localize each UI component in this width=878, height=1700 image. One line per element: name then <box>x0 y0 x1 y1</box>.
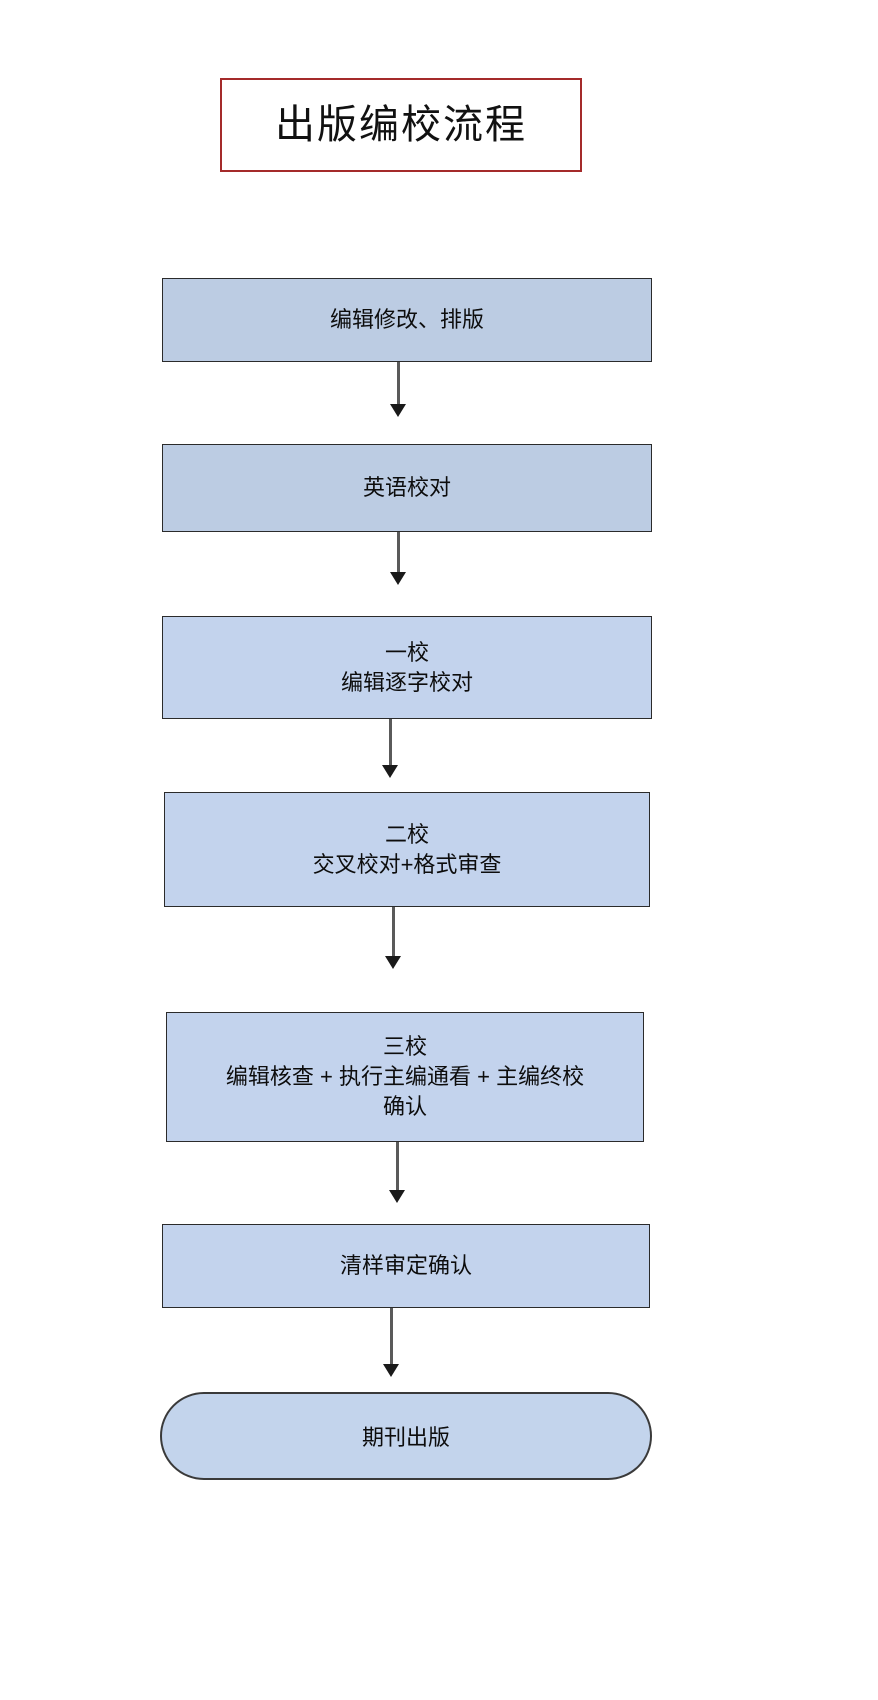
flow-node-label: 三校 编辑核查 + 执行主编通看 + 主编终校 确认 <box>225 1034 585 1119</box>
connector-english-proof-to-first-proof <box>397 532 400 576</box>
arrowhead-english-proof-to-first-proof <box>390 572 406 585</box>
flow-node-label: 英语校对 <box>362 475 451 501</box>
connector-third-proof-to-clean-proof <box>396 1142 399 1194</box>
connector-second-proof-to-third-proof <box>392 907 395 960</box>
flow-node-label: 期刊出版 <box>361 1425 450 1450</box>
flow-node-english-proof[interactable]: 英语校对 <box>162 444 652 532</box>
flowchart-title-box: 出版编校流程 <box>220 78 582 172</box>
flow-node-clean-proof[interactable]: 清样审定确认 <box>162 1224 650 1308</box>
arrowhead-third-proof-to-clean-proof <box>389 1190 405 1203</box>
flow-node-journal-publish[interactable]: 期刊出版 <box>160 1392 652 1480</box>
flow-node-label: 清样审定确认 <box>339 1253 472 1279</box>
arrowhead-first-proof-to-second-proof <box>382 765 398 778</box>
page-title: 出版编校流程 <box>275 102 527 147</box>
connector-clean-proof-to-journal-publish <box>390 1308 393 1368</box>
flow-node-first-proof[interactable]: 一校 编辑逐字校对 <box>162 616 652 719</box>
flow-node-third-proof[interactable]: 三校 编辑核查 + 执行主编通看 + 主编终校 确认 <box>166 1012 644 1142</box>
arrowhead-clean-proof-to-journal-publish <box>383 1364 399 1377</box>
connector-edit-layout-to-english-proof <box>397 362 400 408</box>
flow-node-second-proof[interactable]: 二校 交叉校对+格式审查 <box>164 792 650 907</box>
connector-first-proof-to-second-proof <box>389 719 392 769</box>
flow-node-edit-layout[interactable]: 编辑修改、排版 <box>162 278 652 362</box>
flow-node-label: 一校 编辑逐字校对 <box>340 639 473 695</box>
arrowhead-second-proof-to-third-proof <box>385 956 401 969</box>
flow-node-label: 编辑修改、排版 <box>329 307 484 333</box>
flow-node-label: 二校 交叉校对+格式审查 <box>312 821 502 877</box>
arrowhead-edit-layout-to-english-proof <box>390 404 406 417</box>
